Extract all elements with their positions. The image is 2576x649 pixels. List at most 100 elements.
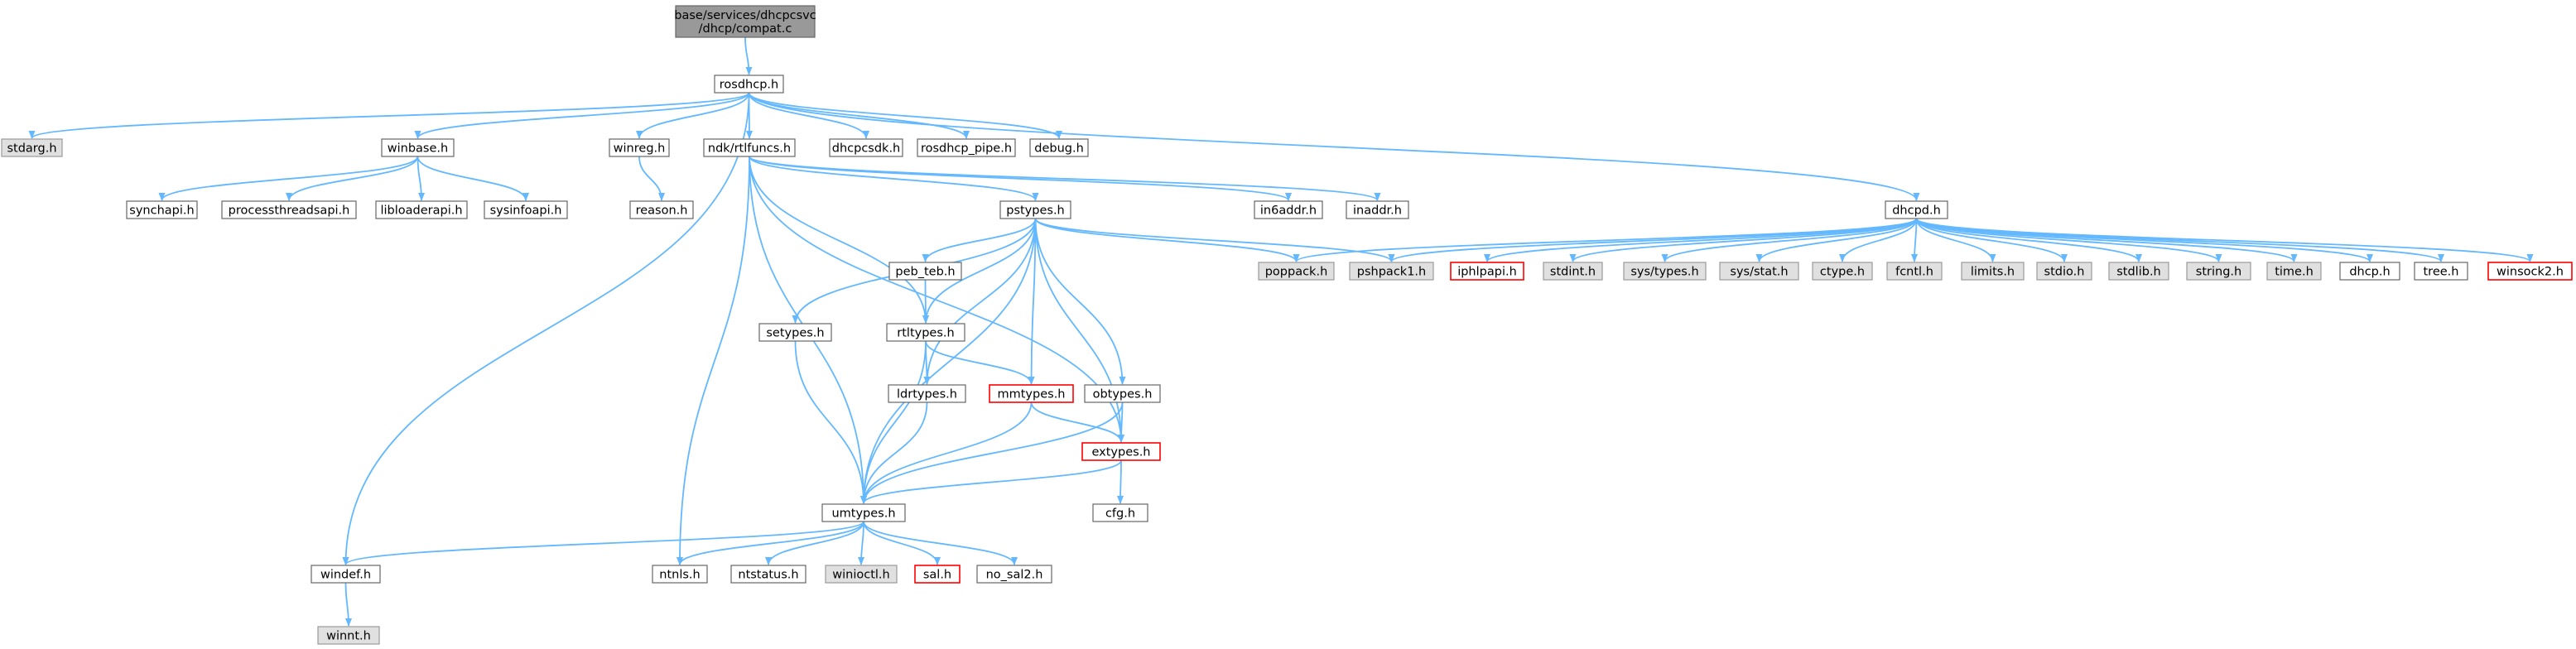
node-iphlpapi[interactable]: iphlpapi.h xyxy=(1450,262,1524,281)
node-box-umtypes xyxy=(821,503,906,522)
node-stdio[interactable]: stdio.h xyxy=(2036,262,2092,281)
node-label-peb_teb: peb_teb.h xyxy=(895,266,955,279)
node-dhcpcsdk[interactable]: dhcpcsdk.h xyxy=(829,138,903,157)
node-ntnls[interactable]: ntnls.h xyxy=(652,565,708,584)
node-dhcp[interactable]: dhcp.h xyxy=(2339,262,2400,281)
edge-pstypes-to-poppack xyxy=(1034,218,1300,262)
node-label-iphlpapi: iphlpapi.h xyxy=(1457,266,1517,279)
node-rosdhcp[interactable]: rosdhcp.h xyxy=(714,75,784,94)
node-box-winnt xyxy=(317,626,380,645)
node-box-limits xyxy=(1961,262,2025,281)
node-box-winbase xyxy=(381,138,455,157)
node-processthreadsapi[interactable]: processthreadsapi.h xyxy=(221,200,357,219)
node-setypes[interactable]: setypes.h xyxy=(758,323,832,342)
node-box-time xyxy=(2266,262,2322,281)
edge-dhcpd-to-time xyxy=(1915,218,2298,262)
node-poppack[interactable]: poppack.h xyxy=(1258,262,1335,281)
node-obtypes[interactable]: obtypes.h xyxy=(1084,384,1161,403)
node-extypes[interactable]: extypes.h xyxy=(1081,442,1161,461)
node-box-stdarg xyxy=(1,138,63,157)
node-box-inaddr xyxy=(1346,200,1409,219)
node-dhcpd[interactable]: dhcpd.h xyxy=(1885,200,1948,219)
node-ntstatus[interactable]: ntstatus.h xyxy=(730,565,807,584)
node-label-winbase: winbase.h xyxy=(388,142,448,156)
node-label-systypes: sys/types.h xyxy=(1630,266,1698,279)
node-box-sysstat xyxy=(1719,262,1799,281)
node-box-ldrtypes xyxy=(888,384,966,403)
node-label-pshpack1: pshpack1.h xyxy=(1357,266,1426,279)
node-box-cfg xyxy=(1092,503,1148,522)
node-label-rtltypes: rtltypes.h xyxy=(897,327,954,340)
node-winioctl[interactable]: winioctl.h xyxy=(825,565,898,584)
node-libloaderapi[interactable]: libloaderapi.h xyxy=(375,200,468,219)
node-rtlfuncs[interactable]: ndk/rtlfuncs.h xyxy=(703,138,796,157)
node-root[interactable]: base/services/dhcpcsvc/dhcp/compat.c xyxy=(674,5,816,38)
node-label-ldrtypes: ldrtypes.h xyxy=(897,388,957,401)
node-reason[interactable]: reason.h xyxy=(629,200,694,219)
node-label-ntstatus: ntstatus.h xyxy=(738,569,798,582)
node-winreg[interactable]: winreg.h xyxy=(609,138,670,157)
node-umtypes[interactable]: umtypes.h xyxy=(821,503,906,522)
edge-rtlfuncs-to-inaddr xyxy=(749,156,1381,201)
edge-umtypes-to-sal xyxy=(863,521,941,565)
edge-winbase-to-sysinfoapi xyxy=(416,156,529,201)
edge-ldrtypes-to-umtypes xyxy=(860,401,928,504)
node-label-root: /dhcp/compat.c xyxy=(699,22,792,36)
node-sysinfoapi[interactable]: sysinfoapi.h xyxy=(484,200,568,219)
edge-rosdhcp-to-rosdhcp_pipe xyxy=(748,92,970,139)
edge-dhcpd-to-ctype xyxy=(1839,218,1918,262)
node-string[interactable]: string.h xyxy=(2186,262,2251,281)
node-winbase[interactable]: winbase.h xyxy=(381,138,455,157)
node-sal[interactable]: sal.h xyxy=(914,565,961,584)
node-ldrtypes[interactable]: ldrtypes.h xyxy=(888,384,966,403)
node-label-limits: limits.h xyxy=(1971,266,2015,279)
node-stdint[interactable]: stdint.h xyxy=(1543,262,1603,281)
node-limits[interactable]: limits.h xyxy=(1961,262,2025,281)
node-stdarg[interactable]: stdarg.h xyxy=(1,138,63,157)
edge-winbase-to-processthreadsapi xyxy=(286,156,419,201)
node-pshpack1[interactable]: pshpack1.h xyxy=(1349,262,1434,281)
node-box-extypes xyxy=(1081,442,1161,461)
node-mmtypes[interactable]: mmtypes.h xyxy=(989,384,1074,403)
node-synchapi[interactable]: synchapi.h xyxy=(126,200,198,219)
edge-dhcpd-to-fcntl xyxy=(1911,218,1919,262)
node-label-sysstat: sys/stat.h xyxy=(1730,266,1788,279)
edge-rosdhcp-to-winbase xyxy=(414,92,750,139)
node-box-rosdhcp xyxy=(714,75,784,94)
node-no_sal2[interactable]: no_sal2.h xyxy=(976,565,1052,584)
node-in6addr[interactable]: in6addr.h xyxy=(1254,200,1323,219)
node-rosdhcp_pipe[interactable]: rosdhcp_pipe.h xyxy=(917,138,1016,157)
node-label-ntnls: ntnls.h xyxy=(659,569,700,582)
node-winsock2[interactable]: winsock2.h xyxy=(2487,262,2573,281)
node-label-dhcpcsdk: dhcpcsdk.h xyxy=(832,142,901,156)
node-systypes[interactable]: sys/types.h xyxy=(1623,262,1707,281)
node-winnt[interactable]: winnt.h xyxy=(317,626,380,645)
edge-extypes-to-umtypes xyxy=(860,459,1122,504)
node-fcntl[interactable]: fcntl.h xyxy=(1886,262,1943,281)
node-box-debug xyxy=(1029,138,1089,157)
node-ctype[interactable]: ctype.h xyxy=(1812,262,1873,281)
node-rtltypes[interactable]: rtltypes.h xyxy=(886,323,965,342)
node-label-string: string.h xyxy=(2196,266,2241,279)
node-tree[interactable]: tree.h xyxy=(2414,262,2468,281)
edge-dhcpd-to-poppack xyxy=(1293,218,1918,262)
node-box-reason xyxy=(629,200,694,219)
node-label-rosdhcp: rosdhcp.h xyxy=(720,79,778,92)
edge-umtypes-to-ntstatus xyxy=(765,521,864,565)
node-debug[interactable]: debug.h xyxy=(1029,138,1089,157)
node-pstypes[interactable]: pstypes.h xyxy=(999,200,1071,219)
node-box-winsock2 xyxy=(2487,262,2573,281)
node-box-string xyxy=(2186,262,2251,281)
node-sysstat[interactable]: sys/stat.h xyxy=(1719,262,1799,281)
node-windef[interactable]: windef.h xyxy=(311,565,381,584)
node-inaddr[interactable]: inaddr.h xyxy=(1346,200,1409,219)
node-cfg[interactable]: cfg.h xyxy=(1092,503,1148,522)
edge-setypes-to-umtypes xyxy=(794,340,867,504)
edge-dhcpd-to-iphlpapi xyxy=(1484,218,1918,262)
node-peb_teb[interactable]: peb_teb.h xyxy=(888,262,962,281)
node-stdlib[interactable]: stdlib.h xyxy=(2108,262,2169,281)
node-time[interactable]: time.h xyxy=(2266,262,2322,281)
edge-extypes-to-cfg xyxy=(1117,459,1124,504)
node-label-root: base/services/dhcpcsvc xyxy=(674,9,816,22)
node-label-rtlfuncs: ndk/rtlfuncs.h xyxy=(708,142,791,156)
